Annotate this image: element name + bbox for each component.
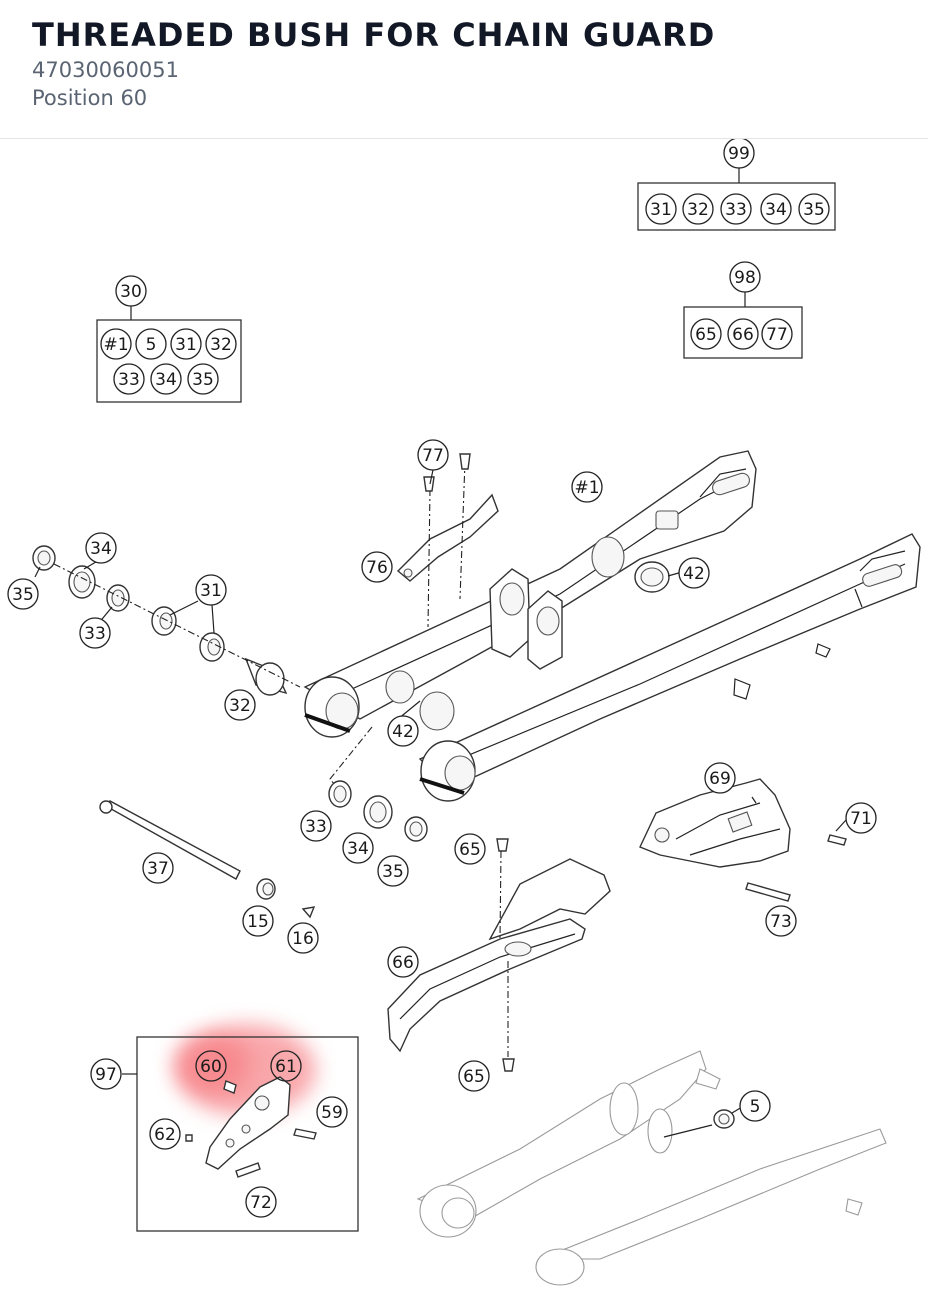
kit-98: [683, 291, 803, 359]
swing-arm-reference: [416, 1050, 887, 1286]
callout-97[interactable]: 97: [90, 1058, 122, 1090]
callout-16[interactable]: 16: [287, 922, 319, 954]
callout-77[interactable]: 77: [417, 439, 449, 471]
callout-42-upper[interactable]: 42: [678, 557, 710, 589]
svg-text:72: 72: [250, 1193, 272, 1213]
svg-text:31: 31: [200, 581, 222, 601]
svg-text:99: 99: [728, 144, 750, 164]
svg-text:32: 32: [229, 696, 251, 716]
svg-text:71: 71: [850, 809, 872, 829]
part-37-axle: [99, 800, 316, 919]
svg-text:42: 42: [683, 564, 705, 584]
callout-37[interactable]: 37: [142, 852, 174, 884]
part-66-chain-slider: [387, 838, 611, 1072]
svg-text:73: 73: [770, 912, 792, 932]
svg-text:#1: #1: [574, 478, 599, 498]
svg-text:33: 33: [118, 370, 140, 390]
svg-text:65: 65: [463, 1067, 485, 1087]
svg-text:98: 98: [734, 268, 756, 288]
svg-text:34: 34: [90, 539, 112, 559]
svg-text:35: 35: [382, 862, 404, 882]
svg-text:65: 65: [459, 840, 481, 860]
kit-30-items: #1 5 31 32 33 34 35: [100, 328, 237, 395]
callout-99[interactable]: 99: [723, 139, 755, 169]
callout-34-lower[interactable]: 34: [342, 832, 374, 864]
part-69-chain-guide: [639, 778, 847, 902]
svg-text:34: 34: [155, 370, 177, 390]
callout-33-upper[interactable]: 33: [79, 617, 111, 649]
exploded-parts-diagram: 99 98 30 31 32 33 34 35 65 66 77 #1 5 31…: [7, 139, 921, 1286]
callout-35-lower[interactable]: 35: [377, 855, 409, 887]
svg-text:#1: #1: [103, 335, 128, 355]
callout-35-upper[interactable]: 35: [7, 578, 39, 610]
svg-text:33: 33: [305, 817, 327, 837]
callout-65-upper[interactable]: 65: [454, 833, 486, 865]
callout-72[interactable]: 72: [245, 1186, 277, 1218]
callout-32[interactable]: 32: [224, 689, 256, 721]
svg-text:65: 65: [695, 325, 717, 345]
kit-99-items: 31 32 33 34 35: [645, 193, 830, 225]
svg-text:69: 69: [709, 769, 731, 789]
svg-text:34: 34: [765, 200, 787, 220]
svg-text:31: 31: [650, 200, 672, 220]
svg-text:35: 35: [12, 585, 34, 605]
callout-76[interactable]: 76: [361, 551, 393, 583]
svg-text:31: 31: [175, 335, 197, 355]
part-position: Position 60: [32, 86, 148, 110]
part-number: 47030060051: [32, 58, 179, 82]
kit-99: [637, 168, 836, 231]
callout-71[interactable]: 71: [845, 802, 877, 834]
callout-30[interactable]: 30: [115, 275, 147, 307]
svg-text:32: 32: [210, 335, 232, 355]
svg-text:34: 34: [347, 839, 369, 859]
callout-60-selected[interactable]: 60: [195, 1050, 227, 1082]
callout-69[interactable]: 69: [704, 762, 736, 794]
callout-59[interactable]: 59: [316, 1096, 348, 1128]
pivot-bearings-bottom: [328, 726, 428, 842]
svg-text:60: 60: [200, 1057, 222, 1077]
part-76-bracket: [396, 453, 499, 628]
callout-62[interactable]: 62: [149, 1118, 181, 1150]
svg-text:76: 76: [366, 558, 388, 578]
svg-text:5: 5: [750, 1097, 761, 1117]
kit-98-items: 65 66 77: [690, 318, 793, 350]
svg-text:77: 77: [422, 446, 444, 466]
callout-98[interactable]: 98: [729, 261, 761, 293]
callout-65-lower[interactable]: 65: [458, 1060, 490, 1092]
svg-text:97: 97: [95, 1065, 117, 1085]
svg-text:30: 30: [120, 282, 142, 302]
callout-73[interactable]: 73: [765, 905, 797, 937]
svg-text:33: 33: [725, 200, 747, 220]
svg-text:66: 66: [732, 325, 754, 345]
callout-5[interactable]: 5: [739, 1090, 771, 1122]
svg-text:33: 33: [84, 624, 106, 644]
svg-text:35: 35: [192, 370, 214, 390]
svg-text:35: 35: [803, 200, 825, 220]
svg-text:66: 66: [392, 953, 414, 973]
callout-15[interactable]: 15: [242, 905, 274, 937]
pivot-bearings-left: [32, 545, 301, 696]
svg-text:61: 61: [275, 1057, 297, 1077]
callout-66[interactable]: 66: [387, 946, 419, 978]
part-title: THREADED BUSH FOR CHAIN GUARD: [32, 16, 716, 54]
callout-1[interactable]: #1: [571, 471, 603, 503]
svg-text:62: 62: [154, 1125, 176, 1145]
callout-61[interactable]: 61: [270, 1050, 302, 1082]
callout-31[interactable]: 31: [195, 574, 227, 606]
callout-33-lower[interactable]: 33: [300, 810, 332, 842]
svg-text:77: 77: [766, 325, 788, 345]
kit-97: [122, 1036, 359, 1232]
callout-42-lower[interactable]: 42: [387, 715, 419, 747]
kit-30: [96, 305, 242, 403]
svg-text:15: 15: [247, 912, 269, 932]
svg-text:42: 42: [392, 722, 414, 742]
svg-text:16: 16: [292, 929, 314, 949]
svg-text:5: 5: [146, 335, 157, 355]
page-header: THREADED BUSH FOR CHAIN GUARD 4703006005…: [0, 0, 928, 139]
svg-text:59: 59: [321, 1103, 343, 1123]
svg-text:37: 37: [147, 859, 169, 879]
swing-arm: [303, 450, 921, 802]
callout-34-upper[interactable]: 34: [85, 532, 117, 564]
svg-text:32: 32: [687, 200, 709, 220]
